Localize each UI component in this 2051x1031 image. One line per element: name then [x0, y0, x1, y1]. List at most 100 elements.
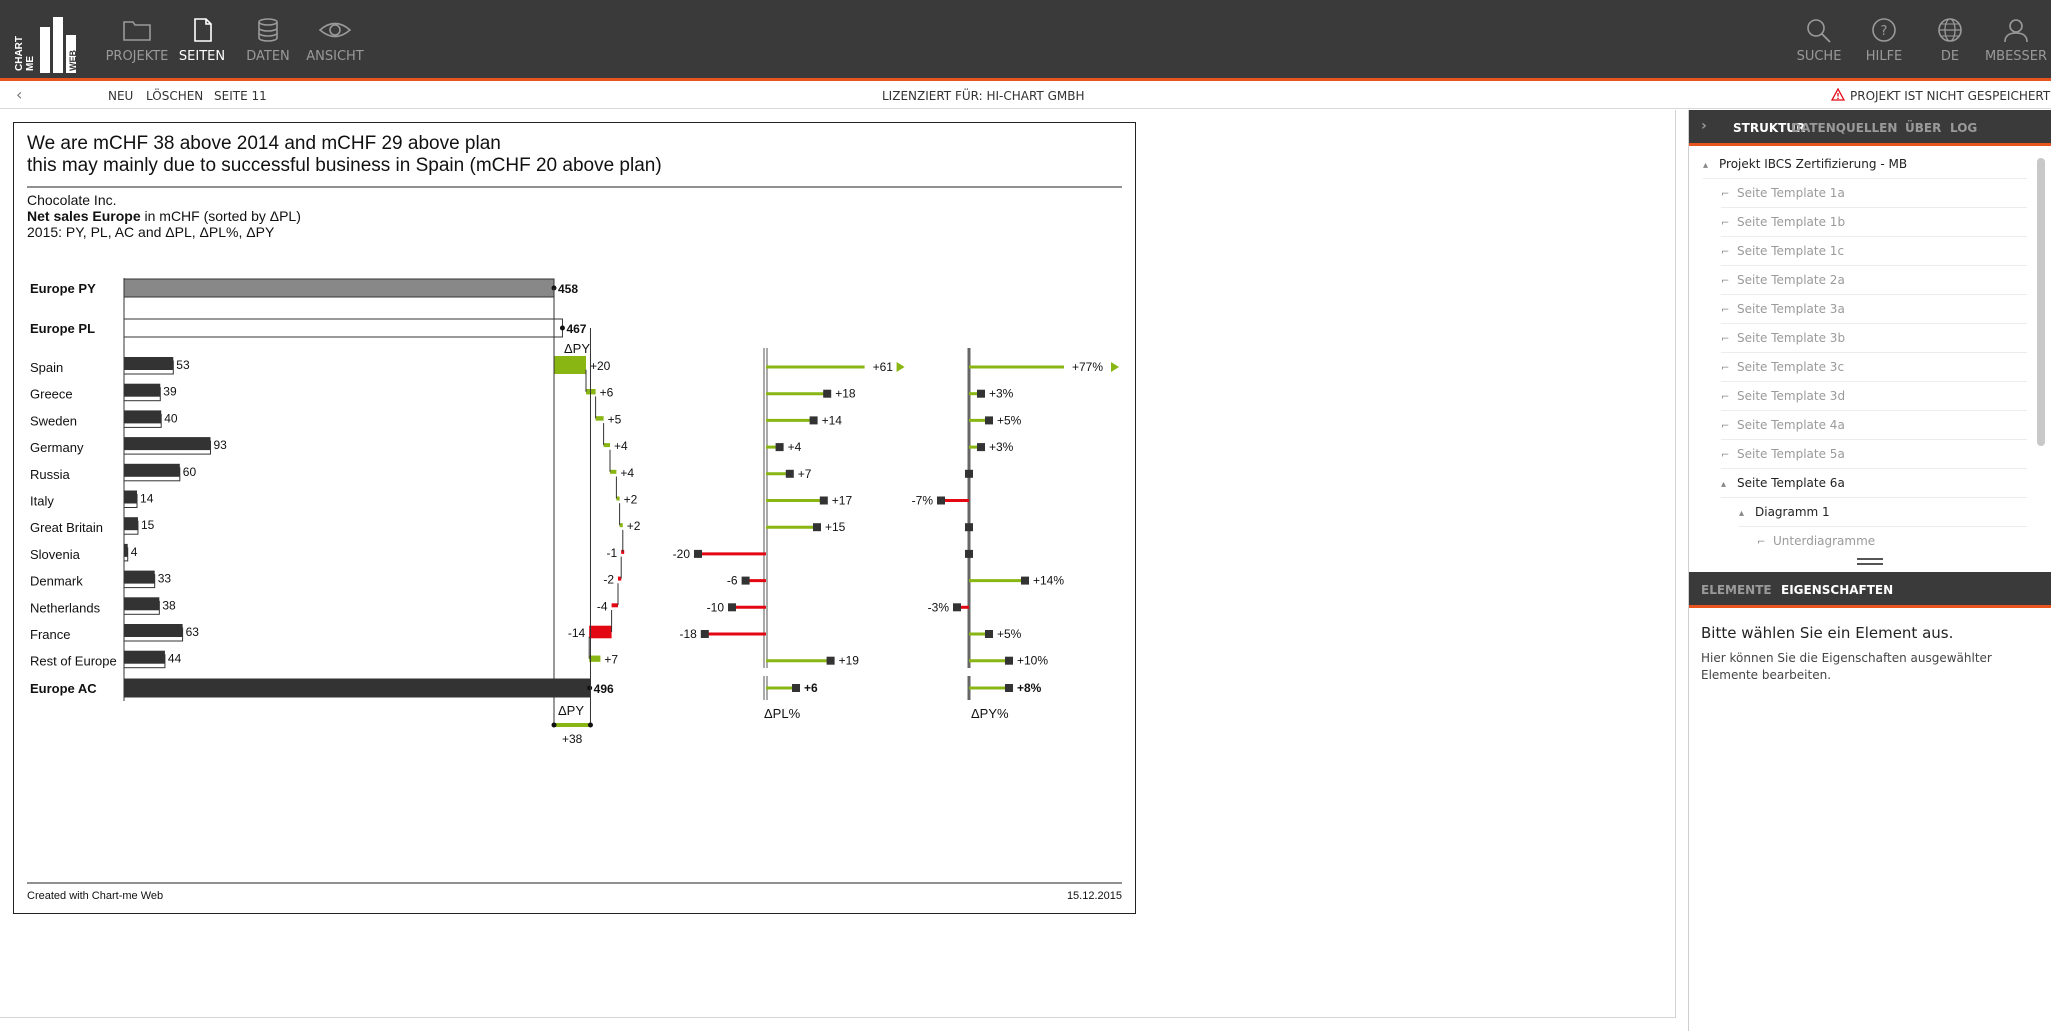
search-icon	[1807, 19, 1831, 43]
total-category-label: Europe PL	[30, 321, 95, 336]
nav-ansicht[interactable]: ANSICHT	[302, 3, 368, 81]
tree-node-icon[interactable]: ⌐	[1721, 334, 1730, 345]
tab-log[interactable]: LOG	[1950, 121, 1978, 135]
delta-py-pct-zero-marker	[965, 523, 973, 532]
delta-py-pct-pin-head	[977, 389, 985, 398]
tree-node-icon[interactable]: ⌐	[1721, 450, 1730, 461]
total-value-label: 458	[558, 282, 578, 296]
page-indicator: SEITE 11	[214, 89, 267, 103]
tree-node-icon[interactable]: ⌐	[1721, 392, 1730, 403]
tree-item-label: Seite Template 3b	[1737, 331, 1846, 345]
delta-py-value-label: +2	[627, 519, 641, 533]
tree-item[interactable]: ⌐Seite Template 1b	[1721, 208, 2027, 237]
nav-daten[interactable]: DATEN	[238, 3, 298, 81]
delta-py-value-label: +20	[590, 359, 611, 373]
chart-measure: Net sales Europe in mCHF (sorted by ΔPL)	[27, 208, 301, 224]
delta-py-bar	[554, 356, 586, 374]
delete-page-button[interactable]: LÖSCHEN	[146, 89, 204, 103]
tree-node-icon[interactable]: ▴	[1703, 160, 1709, 171]
tree-item[interactable]: ⌐Seite Template 3c	[1721, 353, 2027, 382]
tab-elemente[interactable]: ELEMENTE	[1701, 583, 1772, 597]
nav-hilfe[interactable]: ? HILFE	[1856, 3, 1912, 81]
tree-item[interactable]: ⌐Unterdiagramme	[1757, 527, 2027, 550]
tree-node-icon[interactable]: ⌐	[1721, 363, 1730, 374]
chart-page[interactable]: We are mCHF 38 above 2014 and mCHF 29 ab…	[13, 122, 1136, 914]
delta-py-value-label: +2	[624, 493, 638, 507]
tree-item[interactable]: ▴ Projekt IBCS Zertifizierung - MB	[1703, 150, 2027, 179]
country-label: Sweden	[30, 413, 77, 428]
back-chevron-icon[interactable]: ‹	[16, 85, 23, 104]
tree-node-icon[interactable]: ▴	[1739, 508, 1745, 519]
chart-me-web-logo[interactable]: CHART ME WEB	[10, 13, 82, 73]
panel-resize-handle[interactable]	[1857, 558, 1883, 565]
tree-item[interactable]: ⌐ Seite Template 1a	[1721, 179, 2027, 208]
ac-bar	[124, 383, 161, 397]
chart-svg: We are mCHF 38 above 2014 and mCHF 29 ab…	[27, 133, 1122, 902]
warning-icon	[1831, 88, 1845, 101]
tab-ueber[interactable]: ÜBER	[1905, 121, 1942, 135]
tab-struktur[interactable]: STRUKTUR	[1733, 121, 1806, 135]
delta-py-pct-pin-head	[985, 630, 993, 638]
delta-py-pct-total-label: +8%	[1017, 681, 1042, 695]
tree-item[interactable]: ⌐Seite Template 2a	[1721, 266, 2027, 295]
new-page-button[interactable]: NEU	[108, 89, 134, 103]
delta-py-footer-label: ΔPY	[558, 703, 584, 718]
tree-item[interactable]: ⌐Seite Template 5a	[1721, 440, 2027, 469]
structure-tabbar: › STRUKTUR DATENQUELLEN ÜBER LOG	[1689, 110, 2051, 146]
delta-py-pct-value-label: +3%	[989, 440, 1014, 454]
delta-py-bar	[611, 603, 618, 608]
tab-datenquellen[interactable]: DATENQUELLEN	[1791, 121, 1898, 135]
delta-py-header-label: ΔPY	[564, 341, 590, 356]
nav-seiten[interactable]: SEITEN	[172, 3, 232, 81]
nav-ansicht-label: ANSICHT	[306, 49, 364, 64]
total-value-label: 496	[594, 682, 614, 696]
tree-node-icon[interactable]: ⌐	[1721, 189, 1730, 200]
tree-item[interactable]: ▴Diagramm 1	[1739, 498, 2027, 527]
tree-node-icon[interactable]: ⌐	[1721, 421, 1730, 432]
delta-py-pct-axis-label: ΔPY%	[971, 706, 1009, 721]
ac-bar	[124, 490, 138, 504]
nav-user[interactable]: MBESSER	[1984, 3, 2048, 81]
delta-pl-pin-head	[700, 630, 709, 638]
tree-item-label: Projekt IBCS Zertifizierung - MB	[1719, 157, 1908, 171]
tree-scrollbar[interactable]	[2037, 158, 2045, 446]
delta-py-bar	[618, 576, 622, 581]
top-navigation-bar: CHART ME WEB PROJEKTE SEITEN DATEN ANSIC…	[0, 3, 2051, 81]
tree-item-label: Seite Template 3d	[1737, 389, 1846, 403]
eye-icon	[318, 22, 352, 38]
tab-eigenschaften[interactable]: EIGENSCHAFTEN	[1781, 583, 1894, 597]
ac-bar	[124, 357, 174, 370]
tree-node-icon[interactable]: ⌐	[1721, 276, 1730, 287]
nav-suche[interactable]: SUCHE	[1790, 3, 1848, 81]
collapse-panel-chevron-icon[interactable]: ›	[1701, 118, 1707, 134]
tree-item[interactable]: ⌐Seite Template 1c	[1721, 237, 2027, 266]
tree-item-label: Seite Template 1a	[1737, 186, 1845, 200]
delta-pl-value-label: +17	[832, 494, 853, 508]
tree-item[interactable]: ⌐ Seite Template 3d	[1721, 382, 2027, 411]
tree-item-label: Seite Template 3a	[1737, 302, 1845, 316]
tree-item-label: Seite Template 6a	[1737, 476, 1845, 490]
total-bar	[123, 678, 591, 698]
license-label: LIZENZIERT FÜR: HI-CHART GMBH	[882, 89, 1085, 103]
tree-node-icon[interactable]: ▴	[1721, 479, 1727, 490]
country-label: Spain	[30, 360, 63, 375]
total-bar	[123, 318, 563, 338]
tree-node-icon[interactable]: ⌐	[1721, 218, 1730, 229]
delta-py-pct-value-label: -7%	[912, 494, 934, 508]
nav-projekte[interactable]: PROJEKTE	[104, 3, 170, 81]
nav-daten-label: DATEN	[246, 49, 290, 64]
tree-item[interactable]: ▴ Seite Template 6a	[1721, 469, 2027, 498]
tree-item[interactable]: ⌐Seite Template 4a	[1721, 411, 2027, 440]
tree-node-icon[interactable]: ⌐	[1721, 305, 1730, 316]
delta-py-bar	[616, 496, 620, 501]
tree-item[interactable]: ⌐ Seite Template 3b	[1721, 324, 2027, 353]
tree-item[interactable]: ⌐ Seite Template 3a	[1721, 295, 2027, 324]
ac-bar	[124, 650, 165, 664]
tree-node-icon[interactable]: ⌐	[1757, 537, 1766, 548]
delta-py-total-dot-right	[587, 722, 593, 728]
country-label: Greece	[30, 387, 73, 402]
chart-title-line-2: this may mainly due to successful busine…	[27, 155, 662, 176]
delta-pl-value-label: +19	[839, 654, 860, 668]
nav-language[interactable]: DE	[1922, 3, 1978, 81]
tree-node-icon[interactable]: ⌐	[1721, 247, 1730, 258]
